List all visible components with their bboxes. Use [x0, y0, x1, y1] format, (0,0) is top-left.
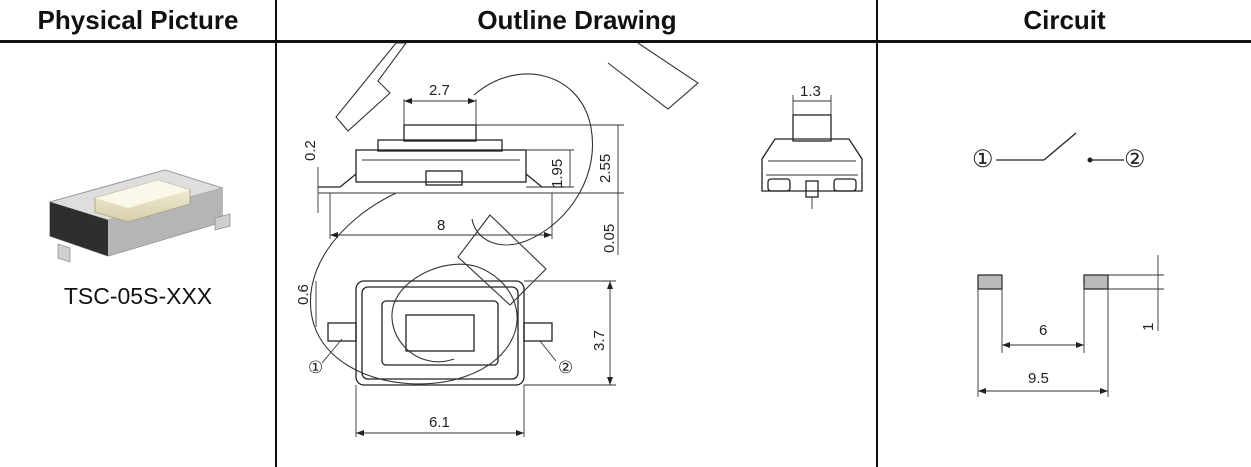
side-view	[318, 124, 564, 194]
dim-base-offset: 0.05	[601, 224, 618, 253]
dim-body-height: 1.95	[549, 159, 566, 188]
switch-symbol: ① ②	[972, 132, 1146, 173]
header-outline-drawing: Outline Drawing	[477, 5, 677, 35]
column-divider-1	[275, 0, 277, 467]
dim-pad-gap: 6	[1039, 322, 1047, 339]
dim-body-length: 6.1	[429, 414, 450, 431]
dim-total-length: 8	[437, 217, 445, 234]
pin-1-marker: ①	[308, 358, 323, 377]
header-divider	[0, 40, 1251, 43]
outline-drawing: 2.7 0.2 8 1.95 2.55 0.05	[295, 43, 863, 437]
end-view	[761, 114, 863, 209]
column-divider-2	[876, 0, 878, 467]
dim-top-width: 2.7	[429, 82, 450, 99]
dim-side-width: 1.3	[800, 83, 821, 100]
dim-total-height: 2.55	[597, 154, 614, 183]
pin-2-marker: ②	[558, 358, 573, 377]
plan-view	[327, 280, 553, 386]
circuit-diagram: ① ② 6 9.5 1	[972, 132, 1164, 397]
dim-left-height: 0.2	[302, 140, 319, 161]
dim-body-depth: 3.7	[591, 330, 608, 351]
circuit-pin-1: ①	[972, 146, 994, 173]
header-physical-picture: Physical Picture	[37, 5, 239, 35]
circuit-pin-2: ②	[1124, 146, 1146, 173]
pad-layout: 6 9.5 1	[977, 255, 1164, 397]
part-number-label: TSC-05S-XXX	[63, 283, 213, 309]
tact-switch-photo	[48, 169, 231, 263]
header-circuit: Circuit	[1023, 5, 1106, 35]
watermark-logo	[309, 43, 699, 385]
dim-pin-width: 0.6	[295, 284, 312, 305]
dim-pad-span: 9.5	[1028, 370, 1049, 387]
dim-pad-height: 1	[1140, 323, 1157, 331]
